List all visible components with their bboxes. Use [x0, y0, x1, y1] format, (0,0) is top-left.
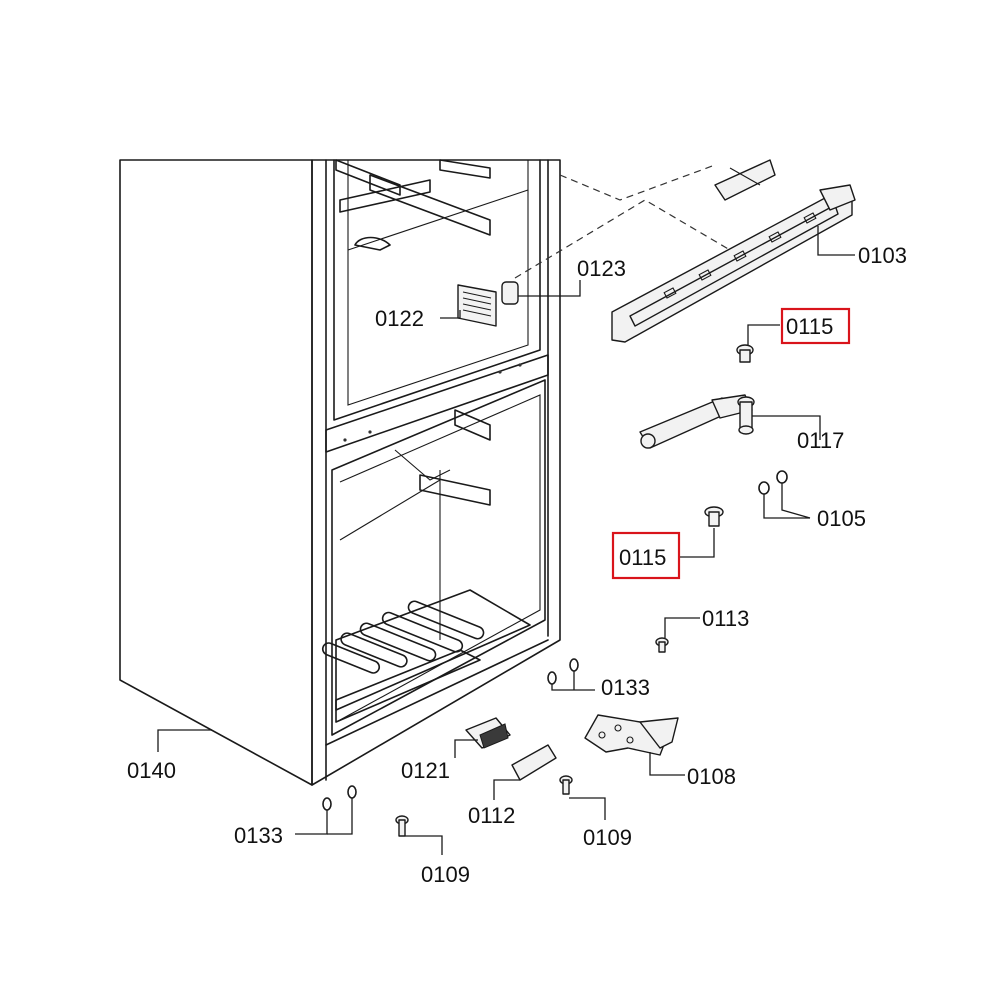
part-0115-upper-pin: [736, 307, 851, 363]
freezer-floor-grid: [321, 589, 531, 723]
label-0115-lower: 0115: [619, 545, 666, 570]
label-0112: 0112: [468, 803, 515, 828]
label-0117: 0117: [797, 428, 844, 453]
highlight-box-0115-lower: [611, 531, 681, 580]
part-0123-lamp-cover: [501, 280, 581, 305]
part-0133-left-washers: [295, 785, 357, 835]
highlight-box-0115-upper: [780, 307, 851, 345]
label-0133-left: 0133: [234, 823, 283, 848]
part-0121-clip: [454, 717, 511, 758]
part-0112-cover: [493, 744, 557, 800]
label-0123: 0123: [577, 256, 626, 281]
part-0108-bottom-hinge: [584, 714, 685, 776]
part-0105-washers: [758, 470, 811, 519]
label-0121: 0121: [401, 758, 450, 783]
leader-0140: [157, 729, 212, 752]
label-0109-left: 0109: [421, 862, 470, 887]
label-0105: 0105: [817, 506, 866, 531]
label-0113: 0113: [702, 606, 749, 631]
part-0117-hinge-arm: [639, 394, 821, 449]
part-0109-left-screw: [395, 815, 443, 855]
label-0140: 0140: [127, 758, 176, 783]
part-0115-lower-pin: [611, 506, 724, 580]
label-0103: 0103: [858, 243, 907, 268]
label-0115-upper: 0115: [786, 314, 833, 339]
part-0113-screw: [655, 617, 700, 653]
fridge-cabinet: [119, 159, 561, 786]
divider-holes: [343, 363, 522, 442]
part-0103-top-rail: [611, 159, 856, 343]
label-0122: 0122: [375, 306, 424, 331]
part-labels: 0103 0115 0117 0105 0115 0113 0133 0108 …: [127, 243, 907, 887]
assembly-guide-lines: [514, 164, 731, 279]
part-0133-right-washers: [547, 658, 595, 691]
label-0108: 0108: [687, 764, 736, 789]
label-0109-right: 0109: [583, 825, 632, 850]
part-0122-vent-grille: [440, 284, 497, 327]
label-0133-right: 0133: [601, 675, 650, 700]
part-0109-right-screw: [559, 775, 606, 820]
